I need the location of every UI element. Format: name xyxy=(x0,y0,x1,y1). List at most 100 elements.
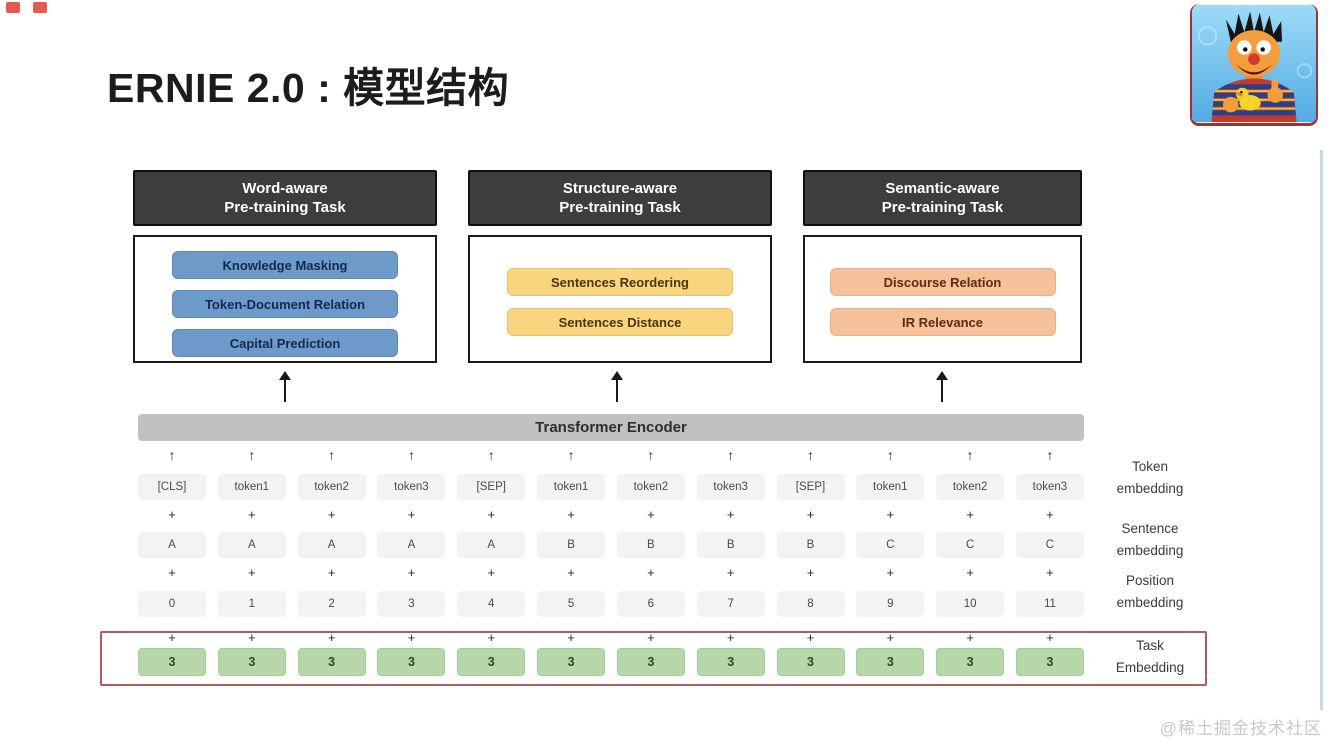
ernie-illustration xyxy=(1192,4,1316,123)
header-line: Semantic-aware xyxy=(885,180,1000,197)
transformer-encoder-bar: Transformer Encoder xyxy=(138,414,1084,441)
header-line: Pre-training Task xyxy=(224,199,346,216)
small-up-arrow-icon: ↑ xyxy=(727,447,735,463)
plus-icon: + xyxy=(327,565,336,580)
sentence-cell: A xyxy=(138,532,206,558)
task-chip: Discourse Relation xyxy=(829,268,1056,296)
position-cell: 6 xyxy=(616,591,685,617)
position-cell: 9 xyxy=(856,591,925,617)
label-line: Embedding xyxy=(1115,660,1185,675)
token-cell: token1 xyxy=(856,474,925,500)
token-cell: token1 xyxy=(537,474,606,500)
token-cell: token2 xyxy=(616,474,685,500)
frame-edge-line xyxy=(1320,150,1323,710)
token-cell: token1 xyxy=(217,474,286,500)
small-up-arrow-icon: ↑ xyxy=(487,447,495,463)
small-up-arrow-icon: ↑ xyxy=(807,447,814,463)
task-cell: 3 xyxy=(297,648,366,676)
position-cell: 5 xyxy=(537,591,606,617)
small-up-arrow-icon: ↑ xyxy=(886,447,894,463)
sentence-cell: B xyxy=(537,532,606,558)
plus-icon: + xyxy=(806,565,815,580)
task-chip: Sentences Reordering xyxy=(507,268,733,296)
token-cell: token2 xyxy=(297,474,366,500)
sentence-embedding-label: Sentence embedding xyxy=(1093,518,1207,562)
task-embedding-highlight-box xyxy=(100,631,1207,686)
position-cell: 11 xyxy=(1015,591,1084,617)
plus-row: ++++++++++++ xyxy=(138,631,1084,645)
plus-icon: + xyxy=(966,630,974,645)
page-title: ERNIE 2.0 : 模型结构 xyxy=(107,65,510,111)
plus-icon: + xyxy=(726,630,735,645)
plus-icon: + xyxy=(168,630,176,645)
task-cell: 3 xyxy=(776,648,845,676)
token-cell: token3 xyxy=(696,474,765,500)
sentence-cell: C xyxy=(936,532,1005,558)
position-cell: 4 xyxy=(457,591,526,617)
plus-icon: + xyxy=(726,565,735,580)
task-embedding-label: Task Embedding xyxy=(1093,635,1207,679)
position-cell: 1 xyxy=(217,591,286,617)
label-line: Sentence xyxy=(1121,521,1179,536)
header-line: Word-aware xyxy=(242,180,328,197)
sentence-cell: C xyxy=(1015,532,1084,558)
sentence-cell: B xyxy=(696,532,765,558)
small-up-arrow-icon: ↑ xyxy=(966,447,974,463)
task-cell: 3 xyxy=(377,648,446,676)
task-cell: 3 xyxy=(138,648,206,676)
plus-icon: + xyxy=(487,565,496,580)
semantic-aware-header: Semantic-aware Pre-training Task xyxy=(803,170,1082,226)
up-arrow-icon xyxy=(936,371,948,402)
plus-icon: + xyxy=(168,565,176,580)
plus-icon: + xyxy=(407,630,416,645)
task-cell: 3 xyxy=(537,648,606,676)
small-up-arrow-icon: ↑ xyxy=(407,447,415,463)
plus-row: ++++++++++++ xyxy=(138,566,1084,580)
plus-icon: + xyxy=(726,507,735,522)
position-embedding-label: Position embedding xyxy=(1093,570,1207,614)
plus-icon: + xyxy=(407,565,416,580)
task-cell: 3 xyxy=(217,648,286,676)
sentence-cell: A xyxy=(297,532,366,558)
sentence-cell: B xyxy=(616,532,685,558)
plus-icon: + xyxy=(806,630,815,645)
small-up-arrow-icon: ↑ xyxy=(168,447,176,463)
position-cell: 7 xyxy=(696,591,765,617)
token-cell: [SEP] xyxy=(457,474,526,500)
plus-icon: + xyxy=(327,507,336,522)
plus-icon: + xyxy=(567,565,575,580)
plus-icon: + xyxy=(407,507,416,522)
small-up-arrow-icon: ↑ xyxy=(647,447,655,463)
token-cell: token2 xyxy=(936,474,1005,500)
plus-icon: + xyxy=(886,565,895,580)
token-cell: [CLS] xyxy=(138,474,206,500)
header-line: Pre-training Task xyxy=(881,199,1004,216)
corner-mark-icon xyxy=(33,2,47,13)
position-cell: 10 xyxy=(936,591,1005,617)
position-cell: 3 xyxy=(377,591,446,617)
label-line: Position xyxy=(1125,573,1175,588)
position-cell: 0 xyxy=(138,591,206,617)
sentence-cell: A xyxy=(377,532,446,558)
task-cell: 3 xyxy=(616,648,685,676)
label-line: embedding xyxy=(1116,543,1184,558)
small-up-arrow-icon: ↑ xyxy=(567,447,575,463)
plus-icon: + xyxy=(567,507,575,522)
small-up-arrow-icon: ↑ xyxy=(1046,447,1054,463)
header-line: Pre-training Task xyxy=(559,199,681,216)
structure-aware-header: Structure-aware Pre-training Task xyxy=(468,170,772,226)
task-cell: 3 xyxy=(936,648,1005,676)
header-line: Structure-aware xyxy=(562,180,678,197)
task-chip: Capital Prediction xyxy=(172,329,398,357)
plus-row: ++++++++++++ xyxy=(138,508,1084,522)
token-embedding-label: Token embedding xyxy=(1093,456,1207,500)
sentence-cell: A xyxy=(457,532,526,558)
token-cell: token3 xyxy=(1015,474,1084,500)
plus-icon: + xyxy=(1046,507,1054,522)
small-up-arrow-icon: ↑ xyxy=(328,447,336,463)
